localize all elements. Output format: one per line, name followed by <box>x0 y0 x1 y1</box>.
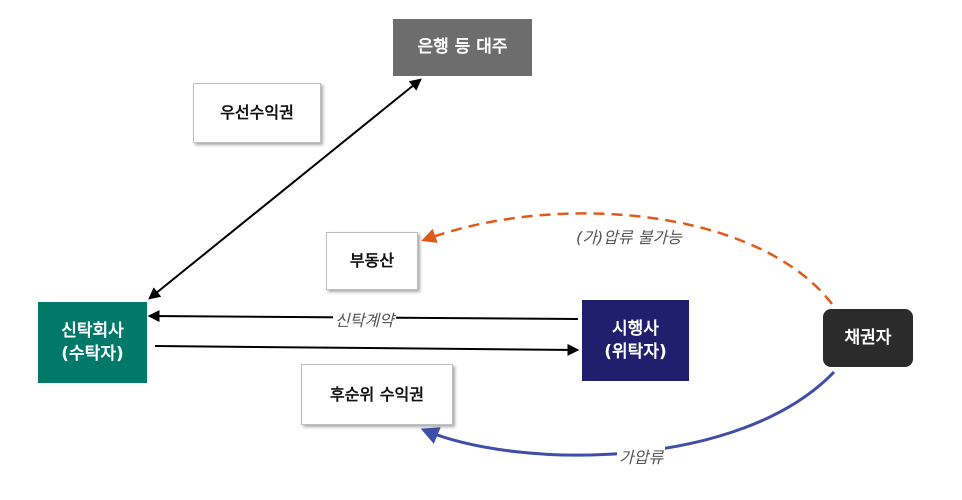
trust-contract-label: 신탁계약 <box>333 307 396 331</box>
senior-rights-node: 우선수익권 <box>193 83 321 143</box>
developer-node: 시행사 (위탁자) <box>582 300 689 381</box>
provisional-seizure-arrow <box>420 370 836 457</box>
provisional-seizure-label: 가압류 <box>617 444 666 468</box>
junior-rights-node: 후순위 수익권 <box>301 364 453 425</box>
no-seizure-label: (가)압류 불가능 <box>574 224 684 248</box>
bank-node: 은행 등 대주 <box>393 19 532 76</box>
real-estate-node: 부동산 <box>326 232 418 290</box>
trust-company-node: 신탁회사 (수탁자) <box>38 302 147 383</box>
return-arrow <box>154 343 580 356</box>
trust-bank-arrow <box>148 78 422 300</box>
creditor-node: 채권자 <box>823 309 913 367</box>
no-seizure-arrow <box>421 212 833 305</box>
